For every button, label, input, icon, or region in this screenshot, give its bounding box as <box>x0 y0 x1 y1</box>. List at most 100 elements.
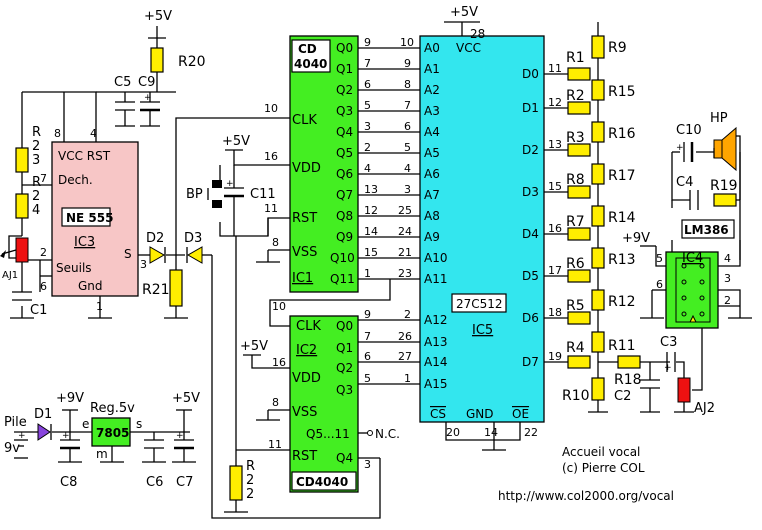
ic1-out-pin-6: 4 <box>364 162 371 175</box>
supply-9v-lm386: +9V <box>622 231 650 246</box>
pushbutton-bp <box>207 180 222 208</box>
ne555-gnd: Gnd <box>78 279 103 293</box>
supply-5v-eprom: +5V <box>450 5 478 20</box>
eprom-pin-cs: 20 <box>446 426 460 439</box>
eprom-data-pin-5: 17 <box>548 264 562 277</box>
ic1-vdd: VDD <box>292 161 321 176</box>
ic1-out-pin-10: 15 <box>364 246 378 259</box>
ic2-out-pin-3: 5 <box>364 372 371 385</box>
supply-5v-ic1: +5V <box>222 134 250 149</box>
r11-label: R11 <box>608 338 636 354</box>
supply-9v-input: +9V <box>56 391 84 406</box>
eprom-a7: A7 <box>424 188 440 202</box>
c11-label: C11 <box>250 187 276 202</box>
eprom-ref: IC5 <box>472 323 493 338</box>
ic2-clk: CLK <box>296 319 321 334</box>
battery-voltage: 9v <box>4 441 20 456</box>
ic2-pin-vdd: 16 <box>272 356 286 369</box>
r17-body <box>591 163 605 185</box>
r11-body <box>591 331 605 353</box>
ic2-q4: Q4 <box>336 451 353 465</box>
r3-label: R3 <box>566 130 585 146</box>
c4-label: C4 <box>676 175 693 190</box>
r1-label: R1 <box>566 50 585 66</box>
ic1-q11: Q11 <box>330 272 355 286</box>
regulator-7805-body <box>91 417 131 447</box>
ic2-pin-vss: 8 <box>272 396 279 409</box>
d1-label: D1 <box>34 407 52 422</box>
r14-label: R14 <box>608 210 636 226</box>
lm386-pin-4: 4 <box>724 252 731 265</box>
eprom-addr-pin-15: 1 <box>404 372 411 385</box>
eprom-d0: D0 <box>522 67 539 81</box>
regulator-m: m <box>96 447 108 461</box>
lm386-pin-6: 6 <box>656 278 663 291</box>
r2-label: R2 <box>566 88 585 104</box>
eprom-a11: A11 <box>424 272 447 286</box>
eprom-addr-pin-0: 10 <box>400 36 414 49</box>
ic2-vss: VSS <box>292 405 317 420</box>
ic1-q8: Q8 <box>336 209 353 223</box>
eprom-a2: A2 <box>424 83 440 97</box>
eprom-d5: D5 <box>522 269 539 283</box>
c9-label: C9 <box>138 75 155 90</box>
c1-label: C1 <box>30 303 47 318</box>
eprom-addr-pin-7: 3 <box>404 183 411 196</box>
d1-diode <box>37 423 51 441</box>
r24-body <box>15 193 29 219</box>
ic1-cd4040-body <box>289 35 359 293</box>
r22-label-1: R <box>246 459 255 474</box>
ic2-pin-rst: 11 <box>268 438 282 451</box>
r10-body <box>591 377 605 401</box>
eprom-pin-gnd: 14 <box>484 426 498 439</box>
eprom-addr-pin-8: 25 <box>398 204 412 217</box>
labels: +5V +5V 28 +5V +5V +9V +9V +5V R20 R21 R… <box>2 5 738 503</box>
eprom-addr-pin-9: 24 <box>398 225 412 238</box>
supply-5v-ic2: +5V <box>240 339 268 354</box>
ic2-q1: Q1 <box>336 341 353 355</box>
ic2-q5-11: Q5...11 <box>306 427 350 441</box>
r7-label: R7 <box>566 214 585 230</box>
r8-label: R8 <box>566 172 585 188</box>
ic1-out-pin-0: 9 <box>364 36 371 49</box>
ic1-out-pin-4: 3 <box>364 120 371 133</box>
ic1-out-pin-1: 7 <box>364 57 371 70</box>
eprom-data-pin-0: 11 <box>548 62 562 75</box>
lm386-name: LM386 <box>684 223 729 237</box>
ne555-pin-3: 3 <box>140 258 147 271</box>
ic1-q2: Q2 <box>336 83 353 97</box>
ic1-name-1: CD <box>298 42 317 56</box>
r18-body <box>617 355 641 369</box>
ic1-q5: Q5 <box>336 146 353 160</box>
eprom-addr-pin-3: 7 <box>404 99 411 112</box>
r12-body <box>591 289 605 311</box>
ic2-out-pin-0: 9 <box>364 308 371 321</box>
eprom-gnd: GND <box>466 407 494 421</box>
eprom-chip-name: 27C512 <box>456 297 503 311</box>
lm386-pin-2: 2 <box>724 294 731 307</box>
eprom-a15: A15 <box>424 377 447 391</box>
eprom-d7: D7 <box>522 355 539 369</box>
ic1-pin-vss: 8 <box>272 236 279 249</box>
ic2-q3: Q3 <box>336 383 353 397</box>
svg-text:+: + <box>676 143 684 153</box>
ic2-out-pin-1: 7 <box>364 330 371 343</box>
ic1-q7: Q7 <box>336 188 353 202</box>
ne555-ref: IC3 <box>74 235 95 250</box>
ne555-pin-7: 7 <box>40 172 47 185</box>
battery-label: Pile <box>4 415 27 430</box>
r15-body <box>591 79 605 101</box>
eprom-data-pin-2: 13 <box>548 138 562 151</box>
ic2-q0: Q0 <box>336 319 353 333</box>
eprom-d1: D1 <box>522 101 539 115</box>
r6-label: R6 <box>566 256 585 272</box>
ic1-out-pin-8: 12 <box>364 204 378 217</box>
ic1-name-2: 4040 <box>294 57 327 71</box>
r9-label: R9 <box>608 40 627 56</box>
eprom-addr-pin-1: 9 <box>404 57 411 70</box>
eprom-addr-pin-10: 21 <box>398 246 412 259</box>
eprom-a5: A5 <box>424 146 440 160</box>
r4-label: R4 <box>566 340 585 356</box>
lm386-pin-5: 5 <box>656 252 663 265</box>
